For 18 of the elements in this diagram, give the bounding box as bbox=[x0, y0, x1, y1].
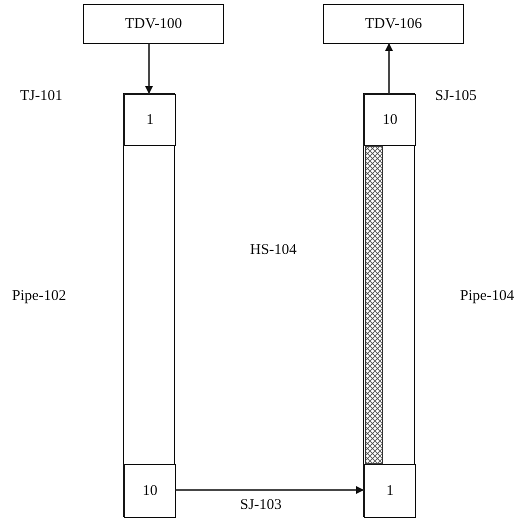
component-label: HS-104 bbox=[250, 242, 297, 259]
arrow bbox=[175, 486, 364, 494]
cell-box: 10 bbox=[364, 94, 416, 146]
heat-structure-bar bbox=[365, 146, 383, 464]
pipe-label: Pipe-102 bbox=[12, 288, 66, 305]
pipe-column bbox=[363, 93, 415, 517]
component-box: TDV-100 bbox=[83, 4, 224, 44]
cell-box: 1 bbox=[124, 94, 176, 146]
pipe-label: Pipe-104 bbox=[460, 288, 514, 305]
arrow bbox=[385, 43, 393, 93]
arrow bbox=[145, 44, 153, 94]
junction-label: SJ-103 bbox=[240, 497, 282, 514]
junction-label: SJ-105 bbox=[435, 88, 477, 105]
component-box: TDV-106 bbox=[323, 4, 464, 44]
pipe-column bbox=[123, 93, 175, 517]
cell-box: 10 bbox=[124, 464, 176, 518]
component-label: TJ-101 bbox=[20, 88, 62, 105]
cell-box: 1 bbox=[364, 464, 416, 518]
